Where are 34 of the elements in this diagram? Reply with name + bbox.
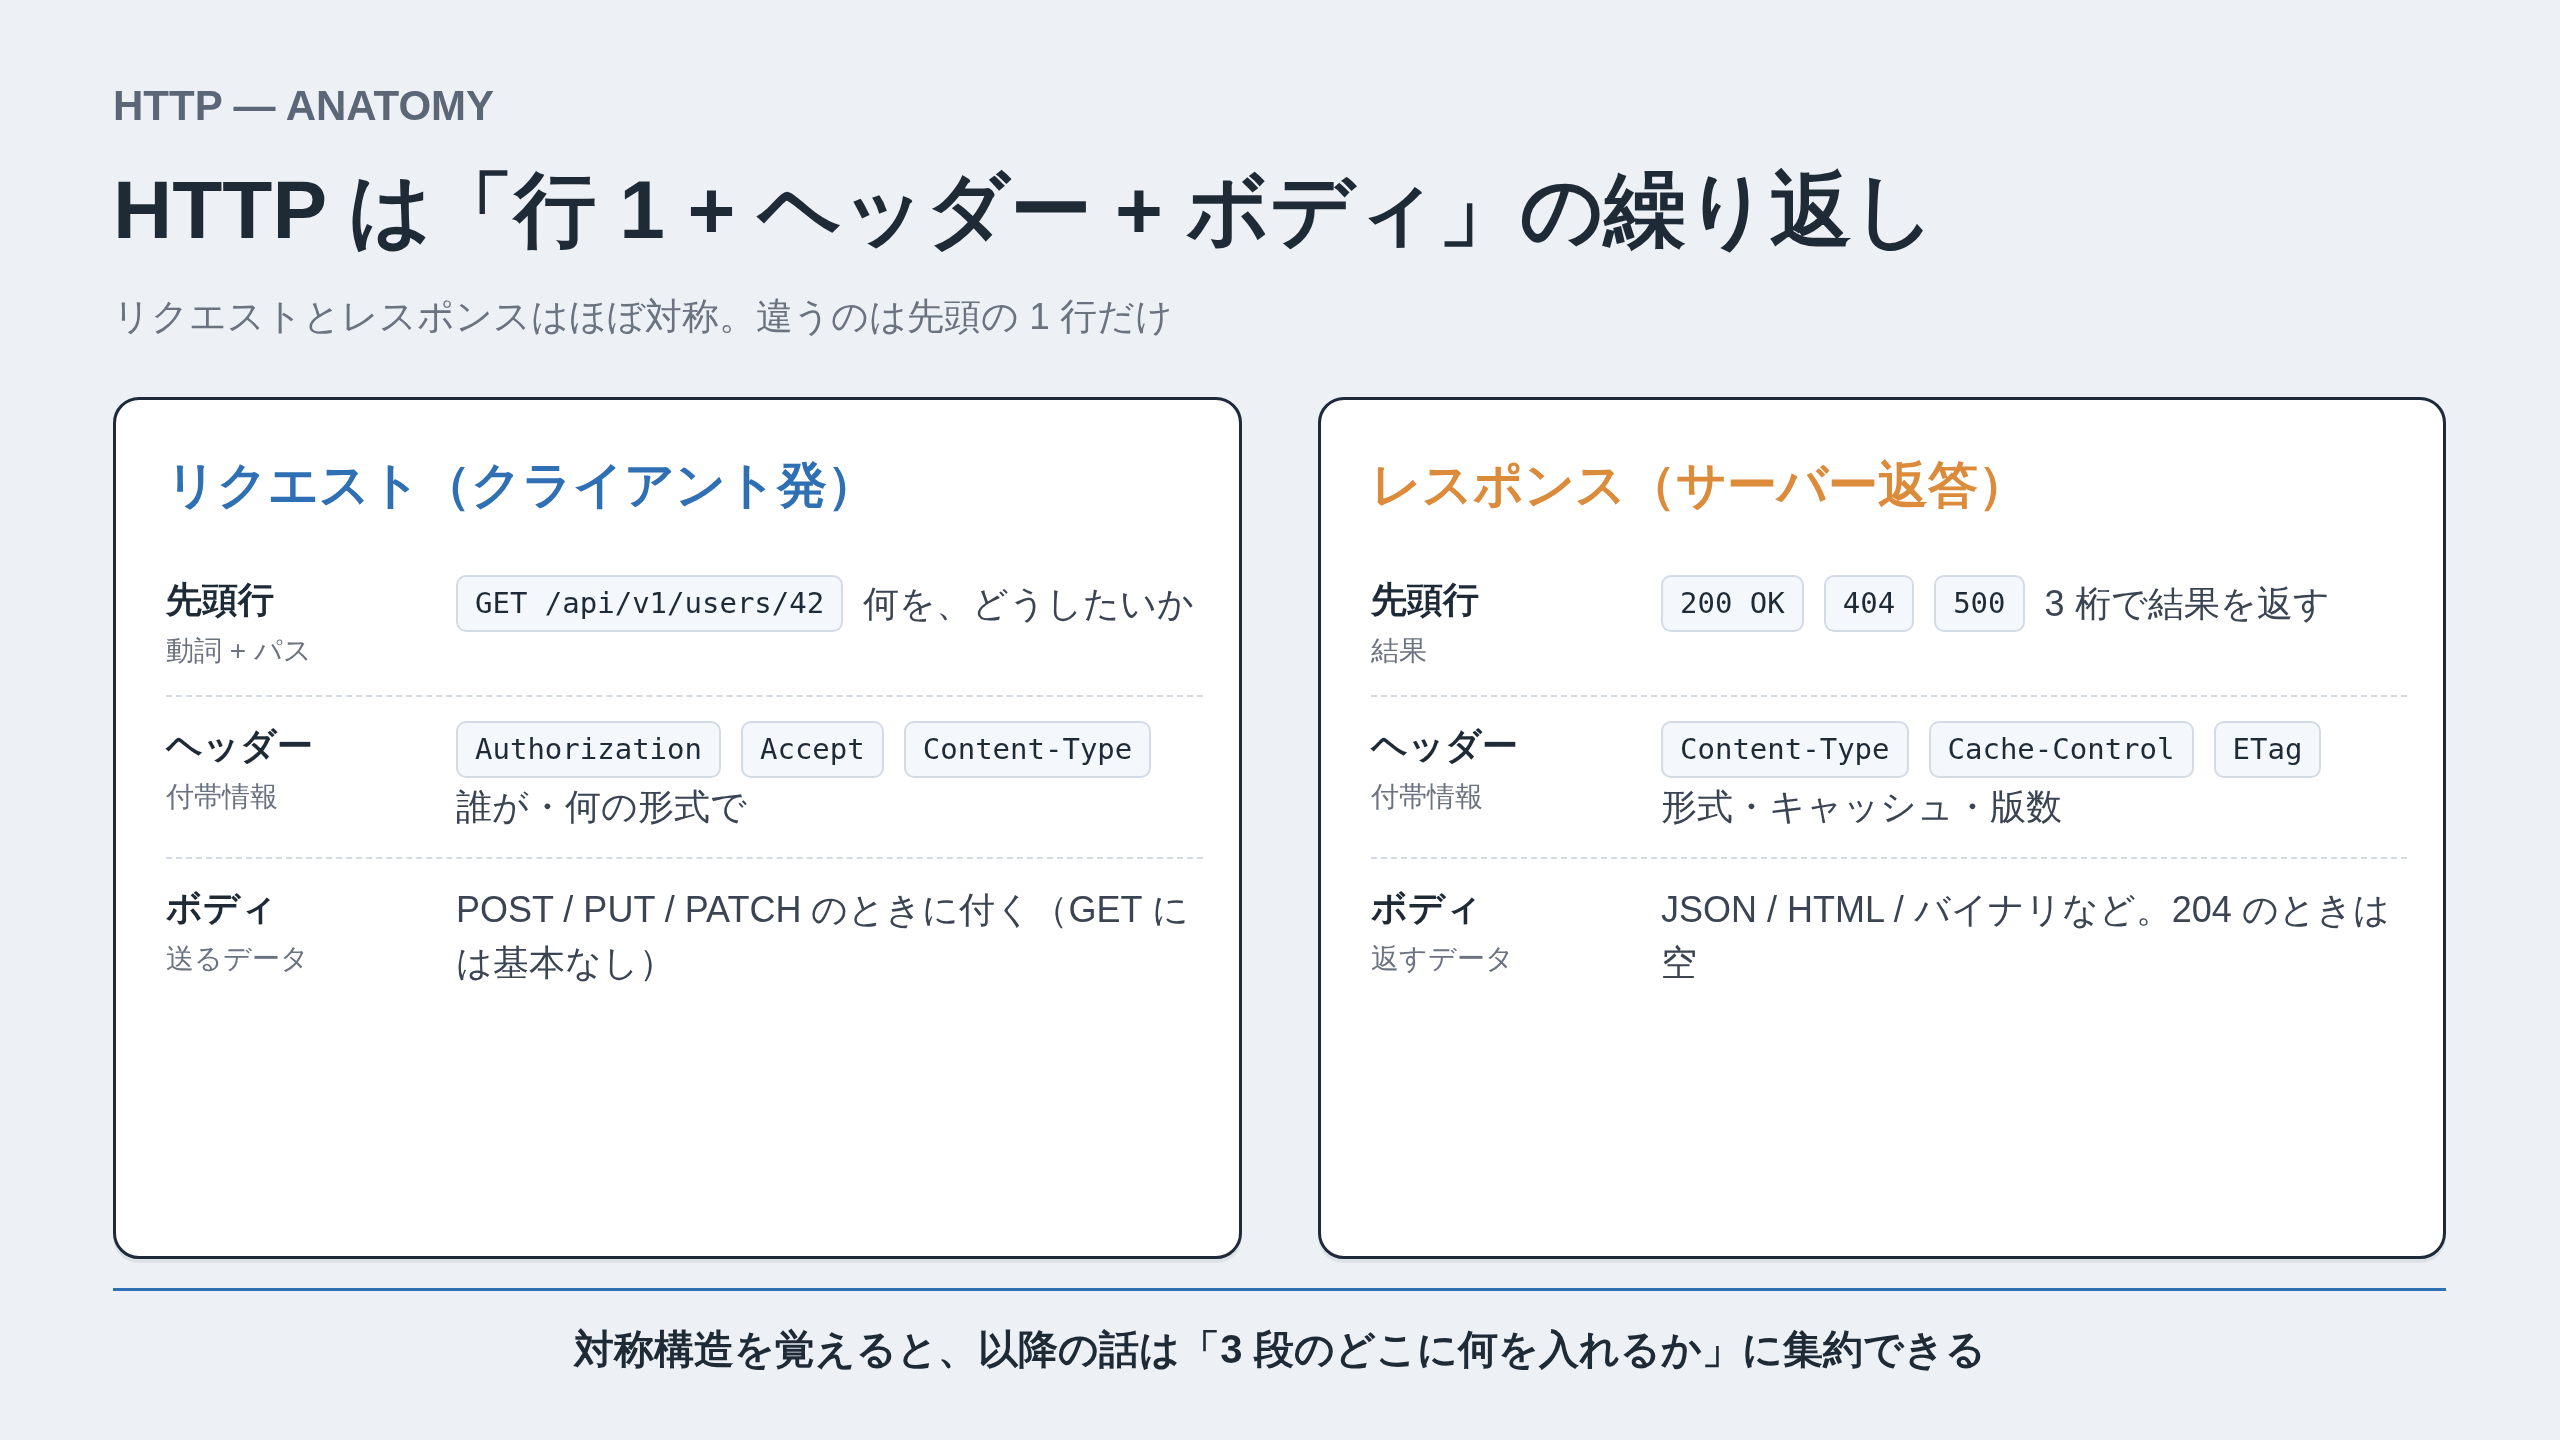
row-description: 形式・キャッシュ・版数 <box>1661 785 2062 829</box>
row-sublabel: 結果 <box>1371 634 1427 668</box>
row-label: 先頭行 <box>166 578 274 622</box>
row-description: 何を、どうしたいか <box>863 582 1195 626</box>
code-tag: Content-Type <box>1661 721 1909 778</box>
subtitle-text: リクエストとレスポンスはほぼ対称。違うのは先頭の 1 行だけ <box>113 295 1174 339</box>
row-description: POST / PUT / PATCH のときに付く（GET には基本なし） <box>456 888 1190 985</box>
code-tag: Content-Type <box>903 721 1152 778</box>
row-sublabel: 付帯情報 <box>1371 780 1483 814</box>
takeaway-text: 対称構造を覚えると、以降の話は「3 段のどこに何を入れるか」に集約できる <box>574 1326 1986 1373</box>
row-sublabel: 送るデータ <box>166 942 309 976</box>
row-sublabel: 付帯情報 <box>166 780 278 814</box>
code-tag: GET /api/v1/users/42 <box>456 575 844 632</box>
row-label: ボディ <box>166 886 277 930</box>
row-description: JSON / HTML / バイナリなど。204 のときは空 <box>1661 888 2391 985</box>
slide-title: HTTP は「行 1 + ヘッダー + ボディ」の繰り返し <box>113 163 1936 257</box>
code-tag: Authorization <box>456 721 721 778</box>
eyebrow-text: HTTP — ANATOMY <box>113 81 495 131</box>
code-tag: Accept <box>741 721 884 778</box>
row-label: ヘッダー <box>166 724 313 768</box>
row-sublabel: 返すデータ <box>1371 942 1514 976</box>
code-tag: 200 OK <box>1661 575 1804 632</box>
row-label: ヘッダー <box>1371 724 1518 768</box>
row-label: ボディ <box>1371 886 1482 930</box>
code-tag: 500 <box>1934 575 2025 632</box>
card-heading: レスポンス（サーバー返答） <box>1371 456 2028 515</box>
code-tag: Cache-Control <box>1928 721 2194 778</box>
row-label: 先頭行 <box>1371 578 1479 622</box>
code-tag: 404 <box>1823 575 1915 632</box>
code-tag: ETag <box>2213 721 2322 778</box>
row-description: 3 桁で結果を返す <box>2044 582 2330 626</box>
row-sublabel: 動詞 + パス <box>166 634 312 668</box>
row-description: 誰が・何の形式で <box>456 785 747 829</box>
card-heading: リクエスト（クライアント発） <box>166 456 877 515</box>
